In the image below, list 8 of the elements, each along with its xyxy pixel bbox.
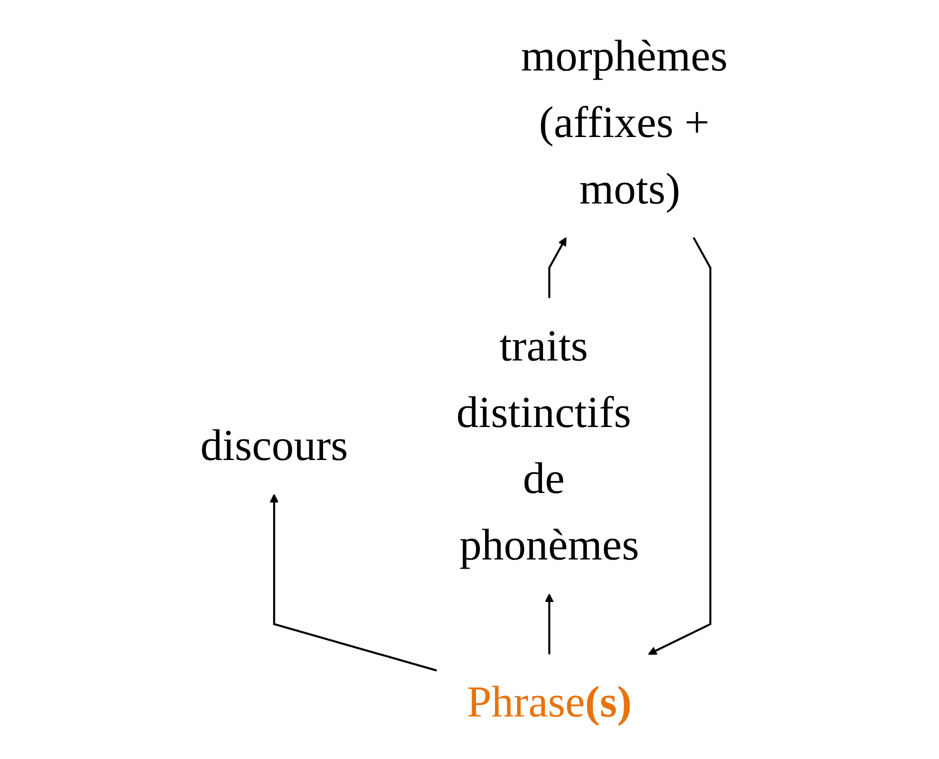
node-text: Phrase(s) (466, 677, 632, 727)
node-text: morphèmes (affixes + mots) (520, 31, 728, 214)
arrow (270, 494, 437, 672)
node-text: discours (200, 420, 348, 470)
arrow (548, 237, 566, 298)
node-text: traits distinctifs de phonèmes (456, 321, 640, 570)
arrow (544, 594, 554, 654)
arrow (648, 237, 712, 655)
